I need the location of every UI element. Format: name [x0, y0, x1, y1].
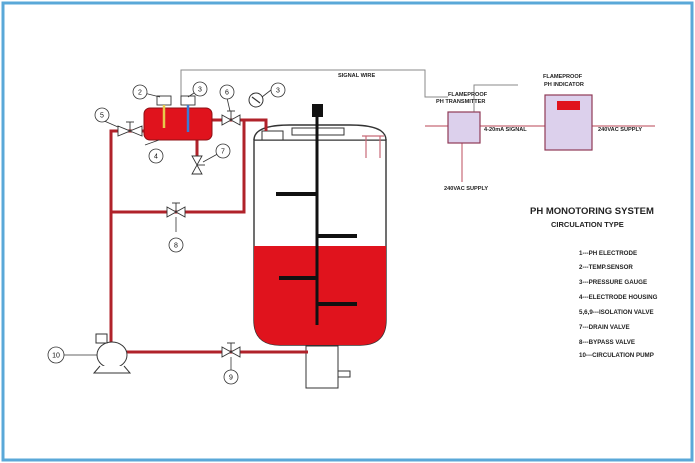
legend-item: 2---TEMP.SENSOR — [579, 264, 633, 271]
pressure-gauge-icon — [248, 92, 264, 108]
transmitter-label-1: FLAMEPROOF — [448, 92, 488, 98]
circulation-pump-icon — [92, 333, 132, 374]
svg-text:4: 4 — [154, 154, 158, 161]
legend-item: 5,6,9---ISOLATION VALVE — [579, 309, 654, 316]
vent-nozzle — [362, 135, 384, 158]
ph-indicator-box — [544, 94, 593, 151]
outlet-stub — [337, 370, 351, 378]
ph-electrode-head — [180, 95, 196, 106]
transmitter-supply-label: 240VAC SUPPLY — [444, 186, 488, 192]
diagram-title: PH MONOTORING SYSTEM — [530, 206, 654, 217]
agitator-blade-2 — [317, 234, 357, 238]
agitator-motor — [312, 104, 323, 117]
callout-10: 10 — [47, 346, 65, 364]
agitator-blade-1 — [276, 192, 318, 196]
isolation-valve-6[interactable] — [221, 110, 241, 126]
callout-9: 9 — [223, 369, 239, 385]
tank-inlet-pipe — [244, 118, 268, 131]
svg-text:3: 3 — [198, 87, 202, 94]
callout-6: 6 — [219, 84, 235, 100]
svg-text:3: 3 — [276, 88, 280, 95]
legend-item: 1---PH ELECTRODE — [579, 250, 637, 257]
indicator-label-2: PH INDICATOR — [544, 82, 584, 88]
signal-wire — [180, 69, 448, 105]
temp-sensor-head — [156, 95, 172, 106]
indicator-display — [557, 101, 580, 110]
electrode-housing — [143, 107, 213, 141]
callout-5: 5 — [94, 107, 110, 123]
callout-8: 8 — [168, 237, 184, 253]
svg-text:2: 2 — [138, 90, 142, 97]
indicator-label-1: FLAMEPROOF — [543, 74, 583, 80]
svg-text:10: 10 — [52, 353, 60, 360]
legend-item: 4---ELECTRODE HOUSING — [579, 294, 658, 301]
svg-text:8: 8 — [174, 243, 178, 250]
legend-item: 8---BYPASS VALVE — [579, 339, 635, 346]
svg-text:6: 6 — [225, 90, 229, 97]
svg-text:5: 5 — [100, 113, 104, 120]
diagram-subtitle: CIRCULATION TYPE — [551, 220, 624, 229]
bottom-outlet — [305, 345, 339, 389]
bypass-valve-8[interactable] — [166, 202, 186, 218]
inlet-nozzle — [261, 130, 284, 141]
transmitter-label-2: PH TRANSMITTER — [436, 99, 485, 105]
callout-3: 3 — [192, 81, 208, 97]
legend-item: 10---CIRCULATION PUMP — [579, 352, 654, 359]
isolation-valve-5[interactable] — [117, 121, 143, 137]
indicator-supply-label: 240VAC SUPPLY — [598, 127, 642, 133]
agitator-blade-4 — [317, 302, 357, 306]
callout-2: 2 — [132, 84, 148, 100]
callout-7: 7 — [215, 143, 231, 159]
callout-3-gauge: 3 — [270, 82, 286, 98]
vessel-liquid — [254, 246, 386, 345]
signal-wire-label: SIGNAL WIRE — [338, 73, 375, 79]
svg-text:7: 7 — [221, 149, 225, 156]
svg-text:9: 9 — [229, 375, 233, 382]
legend: 1---PH ELECTRODE 2---TEMP.SENSOR 3---PRE… — [579, 250, 658, 359]
signal-4-20ma-label: 4-20mA SIGNAL — [484, 127, 527, 133]
interlink-wire — [473, 84, 518, 112]
callout-4: 4 — [148, 148, 164, 164]
ph-transmitter-box — [447, 111, 481, 144]
drain-valve-7[interactable] — [191, 155, 205, 175]
legend-item: 7---DRAIN VALVE — [579, 324, 630, 331]
isolation-valve-9[interactable] — [221, 342, 241, 358]
agitator-blade-3 — [279, 276, 317, 280]
legend-item: 3---PRESSURE GAUGE — [579, 279, 647, 286]
